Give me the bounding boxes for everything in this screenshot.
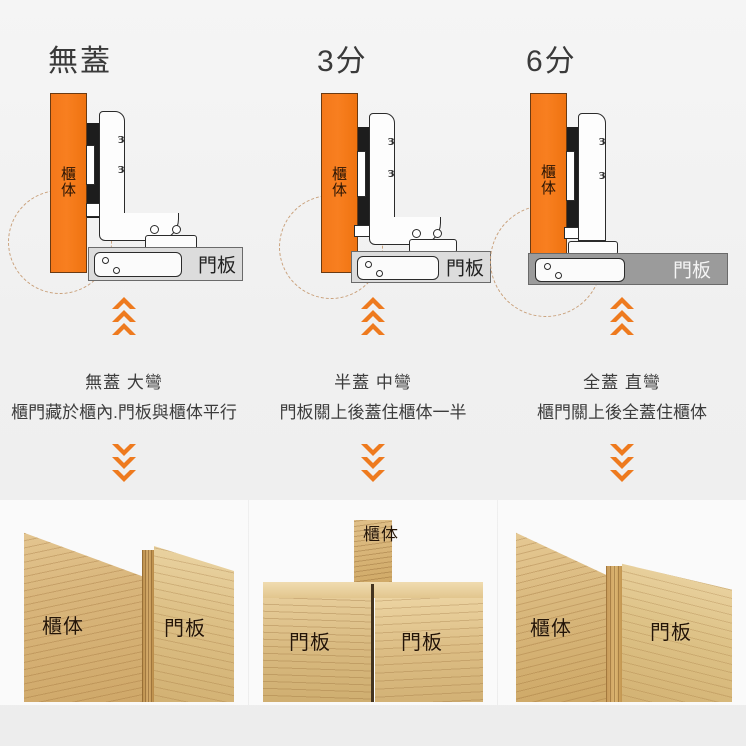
plate-hole-1 bbox=[544, 263, 551, 270]
wood-label-cabinet: 櫃体 bbox=[363, 526, 399, 544]
wood-panel-door-left bbox=[263, 598, 371, 702]
wood-panel-edge bbox=[606, 566, 624, 702]
caption-line-2: 門板關上後蓋住櫃体一半 bbox=[279, 403, 467, 422]
chevrons-down-icon bbox=[249, 443, 497, 485]
hinge-diagram: 櫃 体 ɜ ɜ 門板 bbox=[249, 85, 497, 299]
hinge-arm bbox=[99, 111, 125, 231]
hinge-screw-dot-2 bbox=[172, 225, 181, 234]
wood-grain-right bbox=[375, 598, 483, 702]
door-panel-plate: 門板 bbox=[88, 247, 243, 281]
column-heading: 6分 bbox=[526, 45, 577, 78]
cabinet-label-1: 櫃 bbox=[331, 166, 347, 184]
wood-label-door: 門板 bbox=[164, 618, 206, 640]
column-heading: 3分 bbox=[317, 45, 368, 78]
hinge-plate-slot bbox=[357, 151, 366, 197]
wood-panel-door bbox=[622, 563, 732, 702]
wood-photo-overlay-corner: 櫃体 門板 bbox=[498, 500, 746, 705]
plate-hole-2 bbox=[113, 267, 120, 274]
plate-hole-2 bbox=[555, 272, 562, 279]
cup-mounting-plate bbox=[94, 252, 182, 277]
cup-mounting-plate bbox=[535, 258, 625, 282]
wood-block-cabinet bbox=[354, 520, 392, 586]
chevrons-down-icon bbox=[0, 443, 248, 485]
wood-label-door: 門板 bbox=[650, 622, 692, 644]
chevrons-up-icon bbox=[498, 296, 746, 338]
plate-hole-2 bbox=[376, 270, 383, 277]
wood-label-door-right: 門板 bbox=[401, 632, 443, 654]
hinge-screw-dot-2 bbox=[433, 229, 442, 238]
caption-block: 全蓋 直彎 櫃門關上後全蓋住櫃体 bbox=[498, 368, 746, 423]
door-panel-plate: 門板 bbox=[528, 253, 728, 285]
wood-photo-center-divider: 櫃体 門板 門板 bbox=[249, 500, 497, 705]
hinge-spring-coil-upper: ɜ bbox=[388, 133, 395, 149]
chevrons-down-icon bbox=[498, 443, 746, 485]
caption-line-1: 全蓋 直彎 bbox=[583, 373, 661, 392]
hinge-plate-slot bbox=[86, 145, 95, 185]
door-panel-plate: 門板 bbox=[351, 251, 491, 283]
cabinet-label-1: 櫃 bbox=[540, 163, 556, 181]
column-half-overlay: 3分 櫃 体 ɜ ɜ 門板 bbox=[249, 0, 497, 746]
hinge-spring-coil-upper: ɜ bbox=[118, 131, 125, 147]
cabinet-body-block: 櫃 体 bbox=[321, 93, 358, 273]
hinge-spring-coil-lower: ɜ bbox=[388, 165, 395, 181]
wood-grain-edge bbox=[606, 566, 624, 702]
wood-panel-door-right bbox=[375, 598, 483, 702]
plate-hole-1 bbox=[102, 257, 109, 264]
door-panel-label: 門板 bbox=[197, 255, 236, 277]
wood-label-cabinet: 櫃体 bbox=[42, 616, 84, 638]
cabinet-label-2: 体 bbox=[331, 182, 347, 199]
caption-line-2: 櫃門關上後全蓋住櫃体 bbox=[537, 403, 707, 422]
cabinet-body-block: 櫃 体 bbox=[50, 93, 87, 273]
wood-label-door-left: 門板 bbox=[289, 632, 331, 654]
caption-line-1: 無蓋 大彎 bbox=[85, 373, 163, 392]
wood-panel-edge bbox=[142, 550, 155, 702]
caption-line-1: 半蓋 中彎 bbox=[334, 373, 412, 392]
cup-mounting-plate bbox=[357, 256, 439, 280]
wood-grain-door bbox=[154, 546, 234, 702]
hinge-diagram: 櫃 体 ɜ ɜ 門板 bbox=[0, 85, 248, 294]
hinge-diagram: 櫃 体 ɜ ɜ 門板 bbox=[490, 85, 746, 317]
column-no-overlay: 無蓋 櫃 体 ɜ ɜ 門 bbox=[0, 0, 248, 746]
wood-grain-left bbox=[263, 598, 371, 702]
hinge-screw-dot-1 bbox=[412, 229, 421, 238]
hinge-spring-coil-upper: ɜ bbox=[599, 133, 606, 149]
cabinet-label-2: 体 bbox=[60, 182, 76, 199]
wood-grain-edge bbox=[142, 550, 155, 702]
column-full-overlay: 6分 櫃 体 ɜ ɜ 門板 bbox=[490, 0, 746, 746]
wood-grain-block bbox=[354, 520, 392, 586]
wood-panel-door bbox=[154, 546, 234, 702]
hinge-arm bbox=[578, 113, 606, 241]
wood-label-cabinet-text: 櫃体 bbox=[363, 525, 399, 544]
cabinet-label-2: 体 bbox=[540, 179, 556, 197]
hinge-spring-coil-lower: ɜ bbox=[599, 167, 606, 183]
door-gap-seam bbox=[371, 584, 374, 702]
wood-photo-inset-corner: 櫃体 門板 bbox=[0, 500, 248, 705]
wood-label-cabinet: 櫃体 bbox=[530, 618, 572, 640]
cabinet-body-block: 櫃 体 bbox=[530, 93, 567, 268]
wood-panel-cabinet bbox=[24, 532, 144, 702]
chevrons-up-icon bbox=[0, 296, 248, 338]
hinge-screw-dot-1 bbox=[150, 225, 159, 234]
caption-block: 無蓋 大彎 櫃門藏於櫃內.門板與櫃体平行 bbox=[0, 368, 248, 423]
cabinet-label-1: 櫃 bbox=[60, 166, 76, 184]
column-heading: 無蓋 bbox=[48, 45, 112, 78]
plate-hole-1 bbox=[365, 261, 372, 268]
caption-block: 半蓋 中彎 門板關上後蓋住櫃体一半 bbox=[249, 368, 497, 423]
wood-grain-door bbox=[622, 563, 732, 702]
door-panel-label: 門板 bbox=[445, 258, 484, 280]
caption-line-2: 櫃門藏於櫃內.門板與櫃体平行 bbox=[11, 403, 237, 422]
hinge-spring-coil-lower: ɜ bbox=[118, 161, 125, 177]
hinge-plate-foot bbox=[86, 203, 100, 217]
door-panel-label: 門板 bbox=[672, 260, 711, 282]
chevrons-up-icon bbox=[249, 296, 497, 338]
hinge-plate-slot bbox=[566, 151, 575, 201]
